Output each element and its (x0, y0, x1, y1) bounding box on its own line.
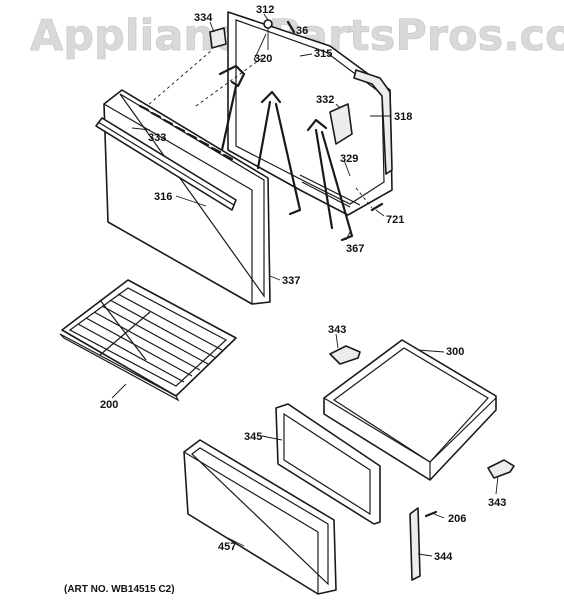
drawer-glide-upper[interactable] (329, 345, 361, 365)
label-315[interactable]: 315 (314, 48, 332, 60)
label-337[interactable]: 337 (282, 275, 300, 287)
hinge-wire-center[interactable] (256, 90, 302, 216)
label-721[interactable]: 721 (386, 214, 404, 226)
door-gasket-part[interactable] (353, 69, 393, 175)
label-329[interactable]: 329 (340, 153, 358, 165)
label-316[interactable]: 316 (154, 191, 172, 203)
drawer-liner-panel[interactable] (275, 403, 381, 525)
label-206[interactable]: 206 (448, 513, 466, 525)
outer-door-panel[interactable] (103, 89, 271, 305)
drawer-glide-lower[interactable] (487, 459, 515, 479)
label-344[interactable]: 344 (434, 551, 453, 563)
screw-36[interactable] (286, 20, 296, 34)
door-vent-slots (138, 104, 234, 161)
label-343-lower[interactable]: 343 (488, 497, 506, 509)
screw-206[interactable] (424, 510, 438, 518)
leader-lines (111, 13, 499, 557)
screw-721[interactable] (370, 202, 384, 212)
label-320[interactable]: 320 (254, 53, 272, 65)
label-332[interactable]: 332 (316, 94, 334, 106)
label-343-upper[interactable]: 343 (328, 324, 346, 336)
art-number: (ART NO. WB14515 C2) (64, 584, 175, 595)
label-333[interactable]: 333 (148, 132, 166, 144)
label-334[interactable]: 334 (194, 12, 213, 24)
drawer-rail[interactable] (409, 507, 421, 581)
hinge-wire-right[interactable] (306, 118, 354, 242)
label-457[interactable]: 457 (218, 541, 236, 553)
hinge-wire-left[interactable] (218, 64, 246, 152)
rack-wires (77, 293, 223, 383)
label-300[interactable]: 300 (446, 346, 464, 358)
door-handle[interactable] (95, 117, 237, 211)
oven-rack[interactable] (59, 279, 237, 402)
label-312[interactable]: 312 (256, 4, 274, 16)
hinge-334[interactable] (209, 27, 227, 49)
label-367[interactable]: 367 (346, 243, 364, 255)
drawer-front-panel[interactable] (183, 439, 337, 595)
part-labels: 334 312 36 315 320 332 318 333 329 316 7… (100, 4, 506, 563)
label-318[interactable]: 318 (394, 111, 412, 123)
door-bracket-part[interactable] (329, 103, 353, 145)
label-345[interactable]: 345 (244, 431, 262, 443)
storage-drawer-body[interactable] (323, 339, 497, 481)
label-36[interactable]: 36 (296, 25, 308, 37)
label-200[interactable]: 200 (100, 399, 118, 411)
